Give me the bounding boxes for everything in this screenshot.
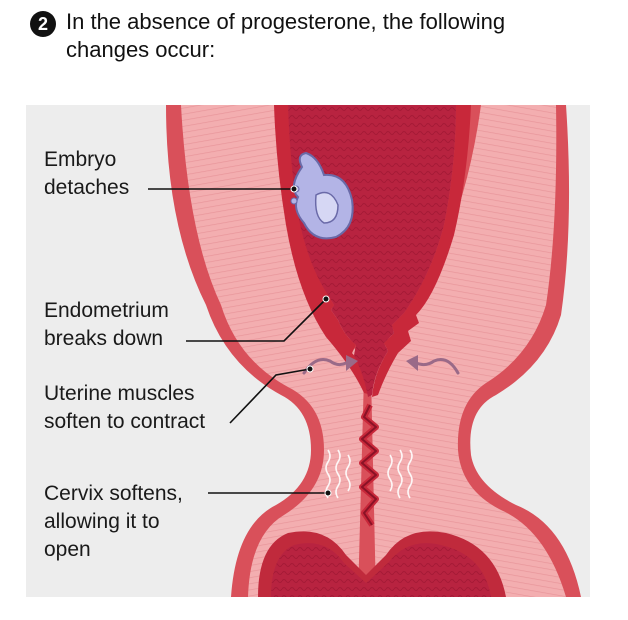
leader-dots	[290, 185, 332, 497]
label-cervix-line-2: allowing it to	[44, 510, 160, 533]
label-endometrium-breaks-down: Endometrium breaks down	[44, 297, 169, 353]
endometrium-lining-left	[274, 105, 372, 395]
label-embryo-line-1: Embryo	[44, 148, 117, 171]
label-endometrium-line-2: breaks down	[44, 327, 164, 350]
label-muscles-line-1: Uterine muscles	[44, 382, 195, 405]
label-cervix-line-1: Cervix softens,	[44, 482, 183, 505]
label-muscles-line-2: soften to contract	[44, 410, 206, 433]
endometrium-lining-right	[372, 105, 471, 397]
label-embryo-detaches: Embryo detaches	[44, 146, 129, 202]
label-cervix-line-3: open	[44, 538, 91, 561]
uterus-illustration	[148, 105, 581, 597]
label-endometrium-line-1: Endometrium	[44, 299, 169, 322]
leader-lines	[148, 188, 328, 494]
step-text-line-1: In the absence of progesterone, the foll…	[66, 9, 506, 34]
uterus-illustration-panel	[26, 105, 590, 597]
step-description: In the absence of progesterone, the foll…	[66, 8, 586, 64]
label-uterine-muscles: Uterine muscles soften to contract	[44, 380, 205, 436]
uterine-muscle-left	[181, 105, 364, 597]
step-number-badge: 2	[30, 11, 56, 37]
cervix-softening-lines	[325, 449, 413, 499]
arrowheads	[346, 355, 418, 371]
label-embryo-line-2: detaches	[44, 176, 130, 199]
step-text-line-2: changes occur:	[66, 37, 216, 62]
label-cervix-softens: Cervix softens, allowing it to open	[44, 480, 183, 564]
contraction-arrow-icon	[302, 358, 460, 375]
embryo-icon	[290, 151, 354, 240]
uterine-muscle-right	[371, 105, 566, 597]
